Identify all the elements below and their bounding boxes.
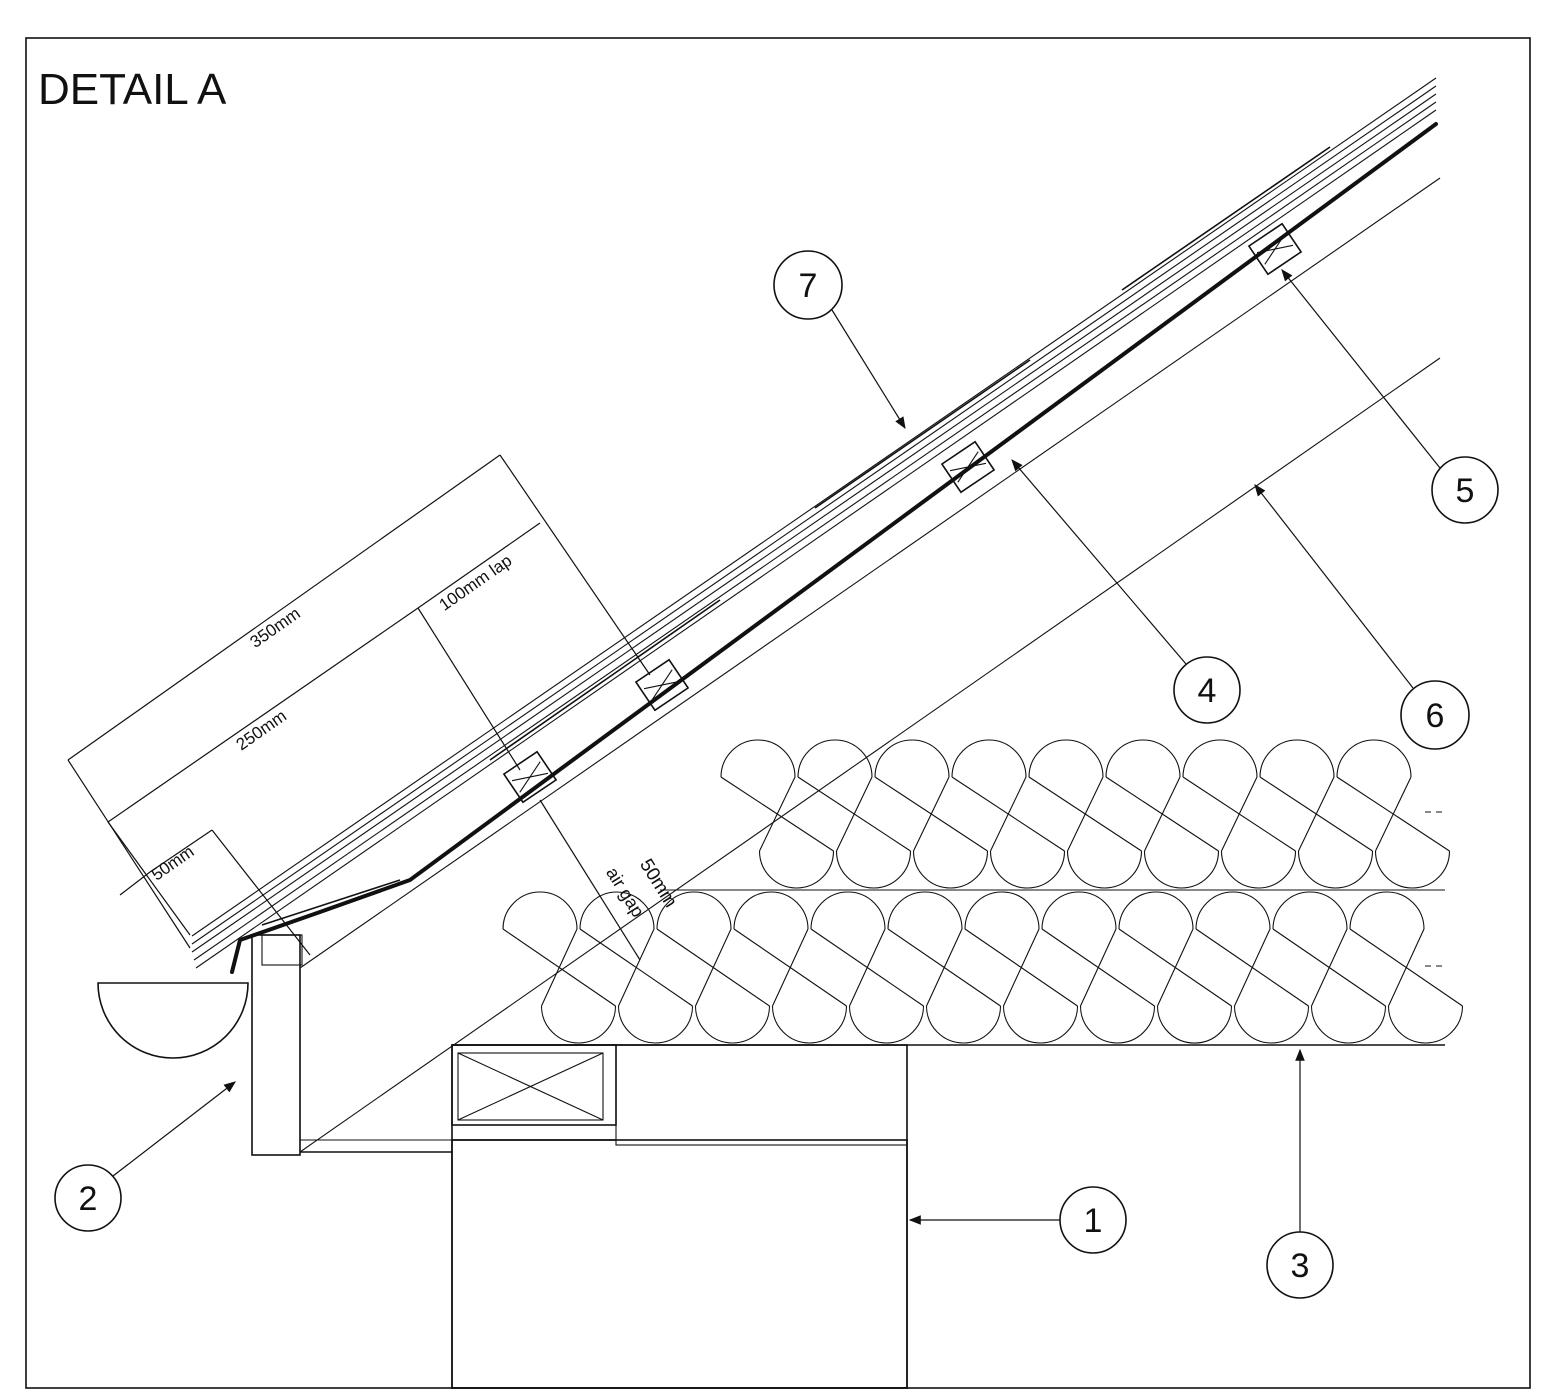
- insulation-loop-bottom: [1143, 850, 1220, 889]
- callout-2: 2: [54, 1081, 236, 1232]
- insulation-strand: [990, 776, 1027, 852]
- insulation-loop-top: [1272, 891, 1348, 930]
- wall-plate-timber: [451, 1044, 617, 1126]
- insulation-strand: [1221, 776, 1258, 852]
- insulation-strand: [1234, 928, 1271, 1007]
- insulation-loop-bottom: [1374, 850, 1451, 889]
- insulation-loop-bottom: [771, 1005, 848, 1044]
- insulation-strand: [1003, 928, 1040, 1007]
- insulation-loop-bottom: [1297, 850, 1374, 889]
- callout-2-number: 2: [79, 1180, 98, 1218]
- callout-3-number: 3: [1291, 1247, 1310, 1285]
- insulation-loop-bottom: [694, 1005, 771, 1044]
- insulation-strand: [913, 776, 950, 852]
- insulation-loop-top: [874, 739, 950, 778]
- callout-3: 3: [1266, 1048, 1334, 1299]
- insulation-loop-top: [797, 739, 873, 778]
- insulation-loop-top: [1259, 739, 1335, 778]
- callout-6: 6: [1254, 484, 1470, 750]
- rafter-top: [299, 177, 1441, 969]
- insulation-strand: [926, 928, 963, 1007]
- batten-1: [502, 750, 558, 804]
- insulation-loop-top: [1105, 739, 1181, 778]
- insulation-loop-top: [964, 891, 1040, 930]
- insulation-loop-top: [720, 739, 796, 778]
- insulation-strand: [1144, 776, 1181, 852]
- callout-7: 7: [773, 250, 906, 430]
- insulation-loop-bottom: [912, 850, 989, 889]
- insulation-loop-bottom: [758, 850, 835, 889]
- callout-4-number: 4: [1198, 672, 1217, 710]
- insulation-strand: [541, 928, 578, 1007]
- detail-title: DETAIL A: [38, 65, 227, 114]
- rafter-underside: [299, 357, 1441, 1153]
- insulation-loop-bottom: [1310, 1005, 1387, 1044]
- insulation-loop-top: [951, 739, 1027, 778]
- wall-section: [451, 1044, 908, 1389]
- insulation-loop-top: [1336, 739, 1412, 778]
- insulation-loop-bottom: [925, 1005, 1002, 1044]
- insulation-strand: [1080, 928, 1117, 1007]
- insulation-loop-top: [502, 891, 578, 930]
- insulation-loop-top: [1041, 891, 1117, 930]
- roofing-felt: [230, 122, 1438, 974]
- insulation-strand: [618, 928, 655, 1007]
- gutter: [97, 982, 249, 1059]
- insulation-loop-top: [1028, 739, 1104, 778]
- insulation-strand: [1388, 928, 1425, 1007]
- insulation-strand: [1298, 776, 1335, 852]
- insulation-loop-bottom: [1079, 1005, 1156, 1044]
- insulation-loop-bottom: [1220, 850, 1297, 889]
- drawing-border: [25, 37, 1531, 1389]
- insulation-strand: [759, 776, 796, 852]
- insulation-loop-bottom: [1233, 1005, 1310, 1044]
- insulation-loop-top: [1195, 891, 1271, 930]
- insulation-loop-top: [579, 891, 655, 930]
- insulation-loop-bottom: [1066, 850, 1143, 889]
- insulation-strand: [836, 776, 873, 852]
- insulation-strand: [1375, 776, 1412, 852]
- callout-4: 4: [1011, 459, 1241, 724]
- insulation-loop-bottom: [989, 850, 1066, 889]
- insulation-loop-bottom: [540, 1005, 617, 1044]
- insulation-loop-top: [1118, 891, 1194, 930]
- insulation-strand: [849, 928, 886, 1007]
- batten-4: [1247, 222, 1303, 276]
- insulation-loop-top: [1182, 739, 1258, 778]
- batten-2: [634, 658, 690, 712]
- insulation-loop-top: [656, 891, 732, 930]
- dimension-250: 250mm: [107, 607, 419, 936]
- callout-1: 1: [908, 1186, 1127, 1254]
- callout-5-number: 5: [1456, 472, 1475, 510]
- insulation-loop-bottom: [1002, 1005, 1079, 1044]
- insulation-strand: [772, 928, 809, 1007]
- insulation-loop-bottom: [835, 850, 912, 889]
- insulation-loop-top: [1349, 891, 1425, 930]
- tilting-fillet: [261, 934, 303, 966]
- insulation-strand: [1311, 928, 1348, 1007]
- insulation-loop-top: [810, 891, 886, 930]
- batten-3: [940, 440, 996, 494]
- insulation-strand: [695, 928, 732, 1007]
- insulation-lower-layer: [502, 891, 1464, 1044]
- insulation-loop-top: [887, 891, 963, 930]
- roof-tiles: [191, 77, 1437, 969]
- callout-7-number: 7: [799, 267, 818, 305]
- insulation-loop-bottom: [1387, 1005, 1464, 1044]
- dimension-50-label: 50mm: [148, 842, 198, 885]
- insulation-loop-bottom: [1156, 1005, 1233, 1044]
- insulation-loop-top: [733, 891, 809, 930]
- callout-5: 5: [1281, 269, 1499, 524]
- insulation-loop-bottom: [617, 1005, 694, 1044]
- insulation-upper-layer: [720, 739, 1451, 889]
- callout-1-number: 1: [1084, 1202, 1103, 1240]
- insulation-strand: [1157, 928, 1194, 1007]
- fascia-board: [251, 934, 301, 1156]
- callout-6-number: 6: [1426, 697, 1445, 735]
- dimension-100-label: 100mm lap: [436, 551, 516, 615]
- insulation-loop-bottom: [848, 1005, 925, 1044]
- insulation-strand: [1067, 776, 1104, 852]
- felt-eaves-underlay: [261, 879, 401, 926]
